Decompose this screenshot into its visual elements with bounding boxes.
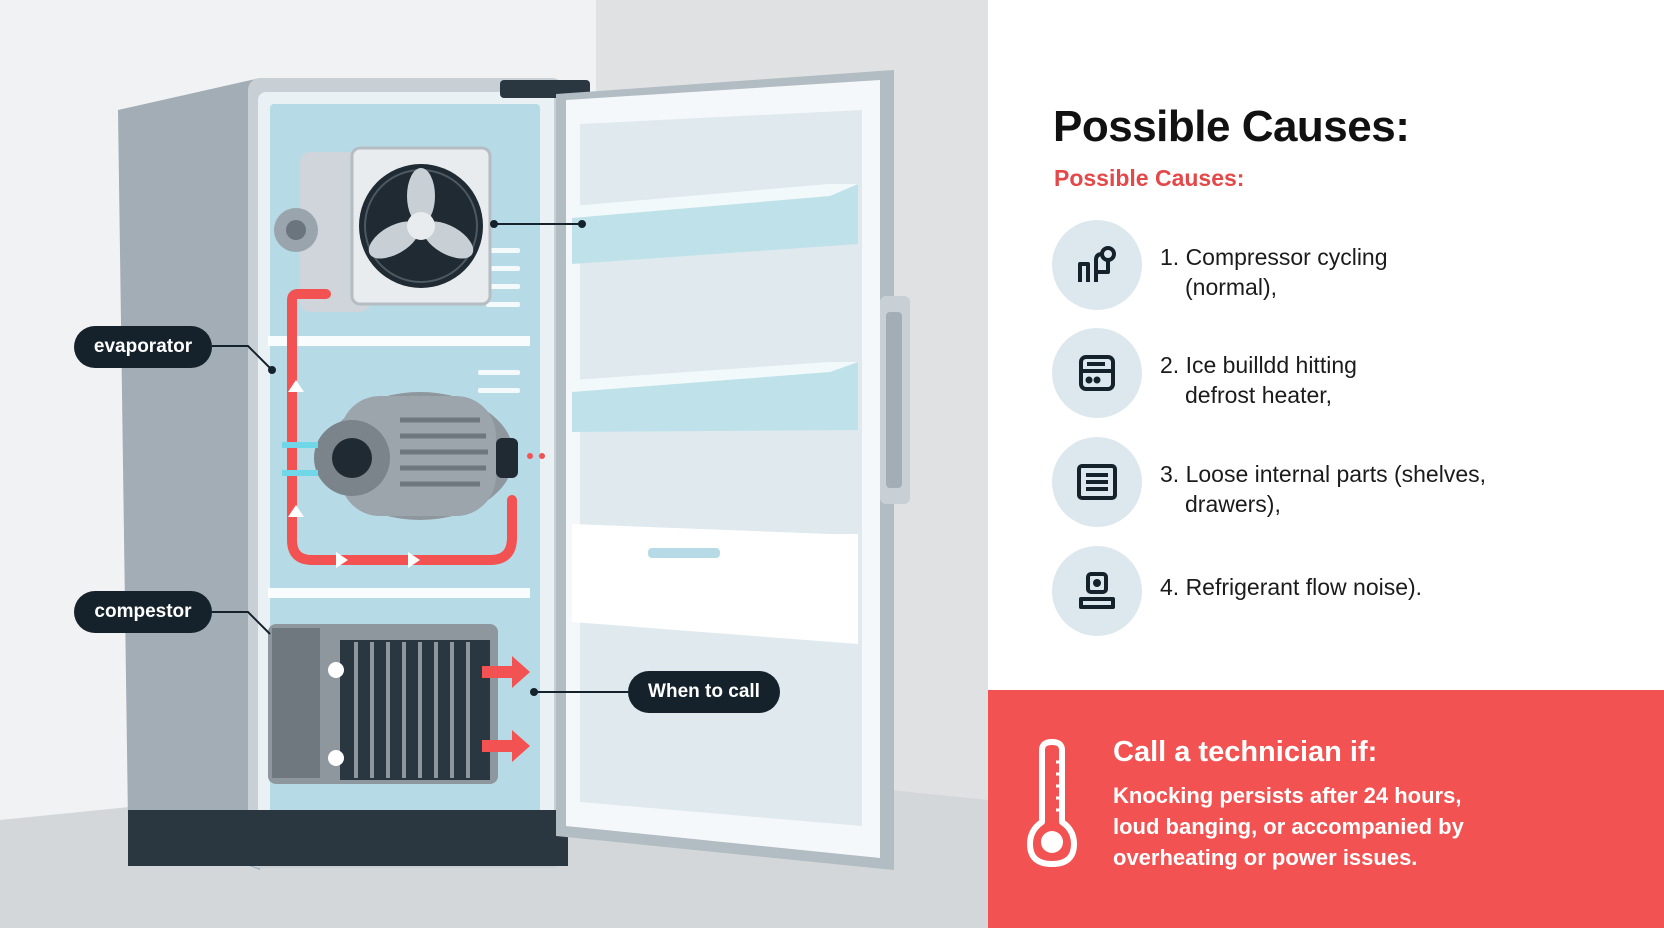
refrigerant-unit-icon: [1052, 546, 1142, 636]
callout-when-to-call: When to call: [628, 671, 780, 713]
cause-item: 3. Loose internal parts (shelves, drawer…: [1052, 437, 1632, 529]
cause-line-1: 3. Loose internal parts (shelves,: [1160, 461, 1487, 487]
cause-line-1: 1. Compressor cycling: [1160, 244, 1388, 270]
alert-body: Knocking persists after 24 hours, loud b…: [1113, 780, 1633, 873]
cause-line-2: defrost heater,: [1185, 382, 1333, 408]
thermometer-icon: [1027, 739, 1077, 867]
alert-line: overheating or power issues.: [1113, 845, 1418, 870]
condenser-coil-icon: [268, 624, 530, 784]
cause-line-1: 2. Ice builldd hitting: [1160, 352, 1357, 378]
cause-item: 4. Refrigerant flow noise).: [1052, 546, 1632, 638]
cause-item: 1. Compressor cycling (normal),: [1052, 220, 1632, 312]
panel-subtitle: Possible Causes:: [1054, 165, 1245, 191]
alert-title: Call a technician if:: [1113, 736, 1378, 768]
callout-leaders: [212, 220, 628, 696]
callout-evaporator: evaporator: [74, 326, 212, 368]
alert-line: Knocking persists after 24 hours,: [1113, 783, 1462, 808]
cause-text: 4. Refrigerant flow noise).: [1160, 572, 1600, 602]
fridge-door: [556, 70, 910, 870]
refrigerator-illustration: [0, 0, 988, 928]
compressor-motor-icon: [282, 392, 545, 520]
callout-compressor: compestor: [74, 591, 212, 633]
cause-item: 2. Ice builldd hitting defrost heater,: [1052, 328, 1632, 420]
refrigerant-loop: [287, 289, 517, 568]
cause-text: 2. Ice builldd hitting defrost heater,: [1160, 350, 1600, 410]
cause-line-2: (normal),: [1185, 274, 1278, 300]
technician-alert: Call a technician if: Knocking persists …: [988, 690, 1664, 928]
cause-line-1: 4. Refrigerant flow noise).: [1160, 574, 1423, 600]
heater-unit-icon: [1052, 328, 1142, 418]
cause-text: 1. Compressor cycling (normal),: [1160, 242, 1600, 302]
fan-icon: [274, 146, 492, 312]
panel-title: Possible Causes:: [1053, 102, 1410, 151]
drawer-shelf-icon: [1052, 437, 1142, 527]
alert-line: loud banging, or accompanied by: [1113, 814, 1464, 839]
pipe-valve-icon: [1052, 220, 1142, 310]
cause-text: 3. Loose internal parts (shelves, drawer…: [1160, 459, 1600, 519]
cause-line-2: drawers),: [1185, 491, 1281, 517]
